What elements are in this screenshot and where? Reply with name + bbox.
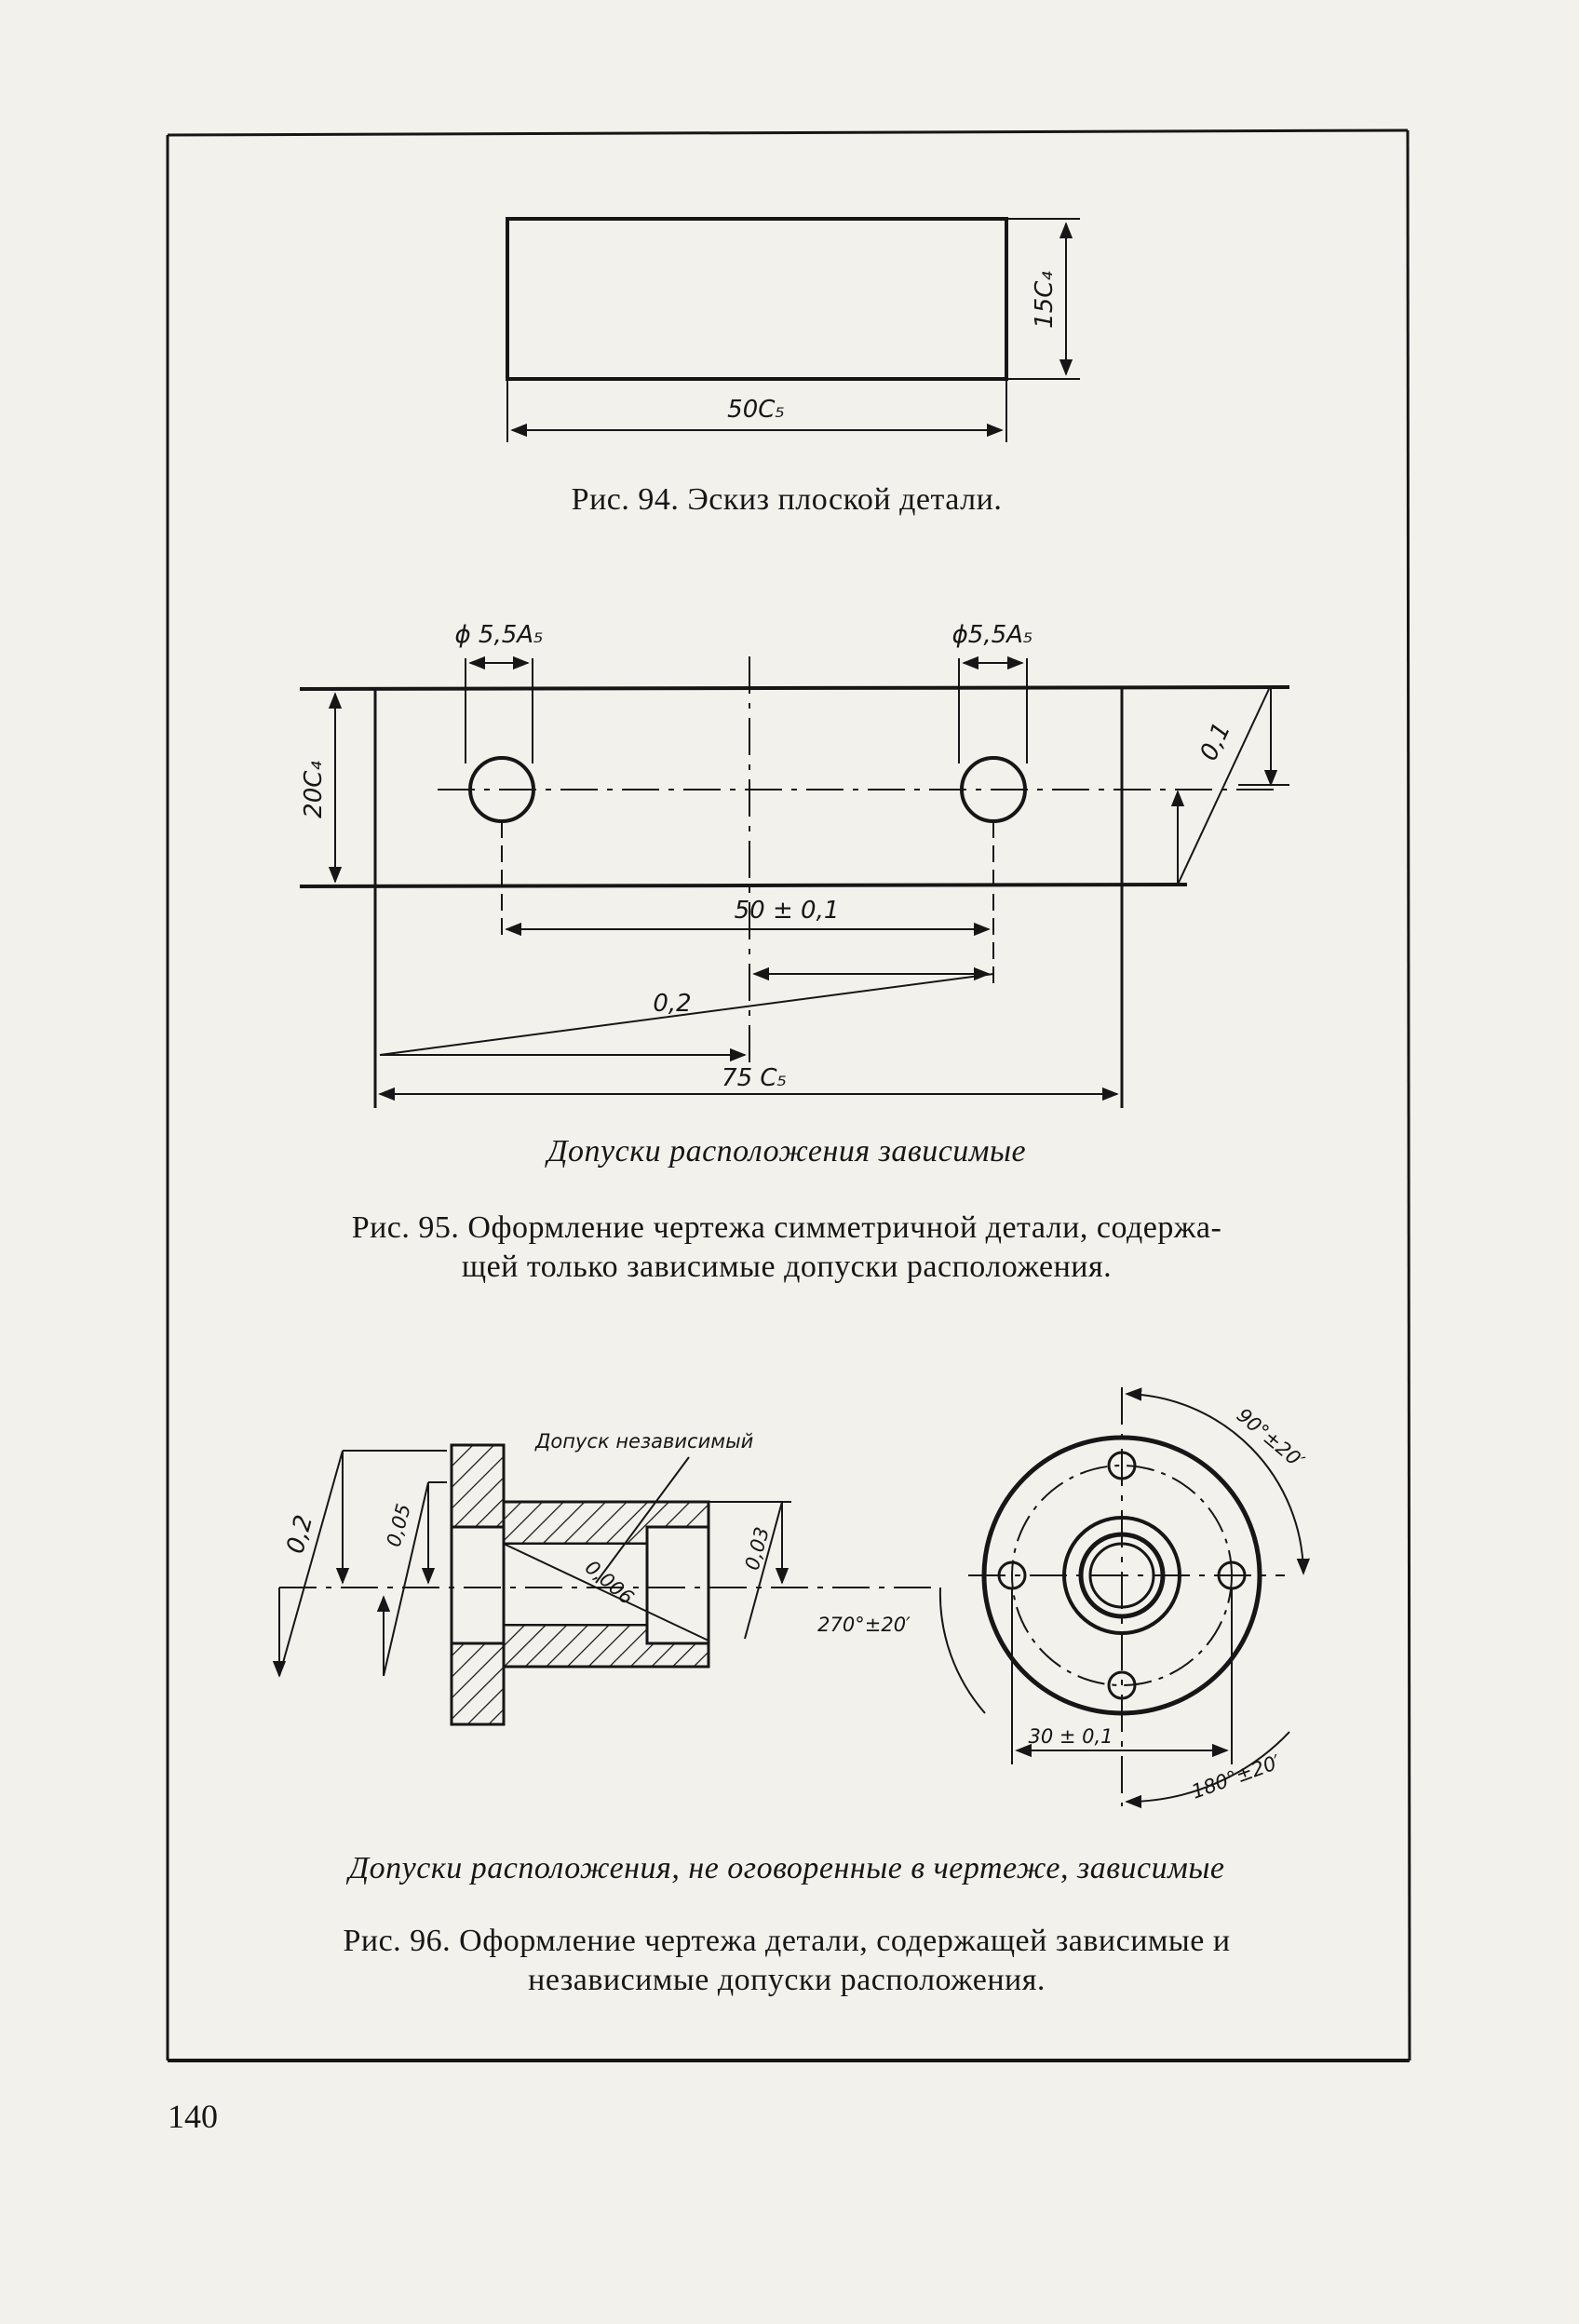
- flat-part-outline: [506, 217, 1008, 381]
- dim-tolerance-01: 0,1: [1194, 719, 1236, 765]
- dim-angle-270: 270°±20′: [817, 1614, 911, 1636]
- figure-95-caption-line2: щей только зависимые допуски расположени…: [461, 1250, 1113, 1284]
- dim-center-distance: 50 ± 0,1: [735, 897, 840, 925]
- figure-94-drawing: [506, 217, 1080, 442]
- dim-angle-180: 180°±20′: [1189, 1750, 1284, 1804]
- page-number: 140: [168, 2098, 218, 2135]
- dim-tol-003: 0,03: [741, 1524, 774, 1572]
- figure-96-section: [272, 1443, 931, 1726]
- figure-96-caption-line1: Рис. 96. Оформление чертежа детали, соде…: [343, 1924, 1231, 1958]
- figure-95-drawing: [299, 655, 1290, 1108]
- plate-top-edge: [299, 685, 1290, 691]
- dim-hole-left: ϕ 5,5А₅: [455, 621, 544, 649]
- dim-tol-02: 0,2: [281, 1512, 318, 1557]
- figure-96-caption-line2: независимые допуски расположения.: [528, 1963, 1046, 1997]
- dim-width-50: 50С₅: [727, 396, 785, 424]
- dim-angle-90: 90°±20′: [1233, 1404, 1309, 1473]
- dim-width-75: 75 С₅: [722, 1064, 787, 1092]
- dim-hole-right: ϕ5,5А₅: [952, 621, 1033, 649]
- figure-96-view: [938, 1387, 1311, 1809]
- note-independent-tolerance: Допуск независимый: [534, 1430, 753, 1452]
- dim-dist-30: 30 ± 0,1: [1028, 1725, 1113, 1748]
- figure-96-subtitle: Допуски расположения, не оговоренные в ч…: [348, 1851, 1225, 1885]
- plate-bottom-edge: [299, 883, 1188, 888]
- dim-tol-005: 0,05: [383, 1501, 415, 1548]
- page-frame: [166, 128, 1411, 2062]
- dim-tolerance-02: 0,2: [653, 990, 691, 1018]
- dim-height-20: 20С₄: [300, 761, 328, 818]
- figure-95-caption-line1: Рис. 95. Оформление чертежа симметричной…: [351, 1210, 1222, 1245]
- figure-94-caption: Рис. 94. Эскиз плоской детали.: [571, 482, 1003, 517]
- figure-95-subtitle: Допуски расположения зависимые: [547, 1134, 1027, 1169]
- dim-height-15: 15С₄: [1031, 271, 1059, 329]
